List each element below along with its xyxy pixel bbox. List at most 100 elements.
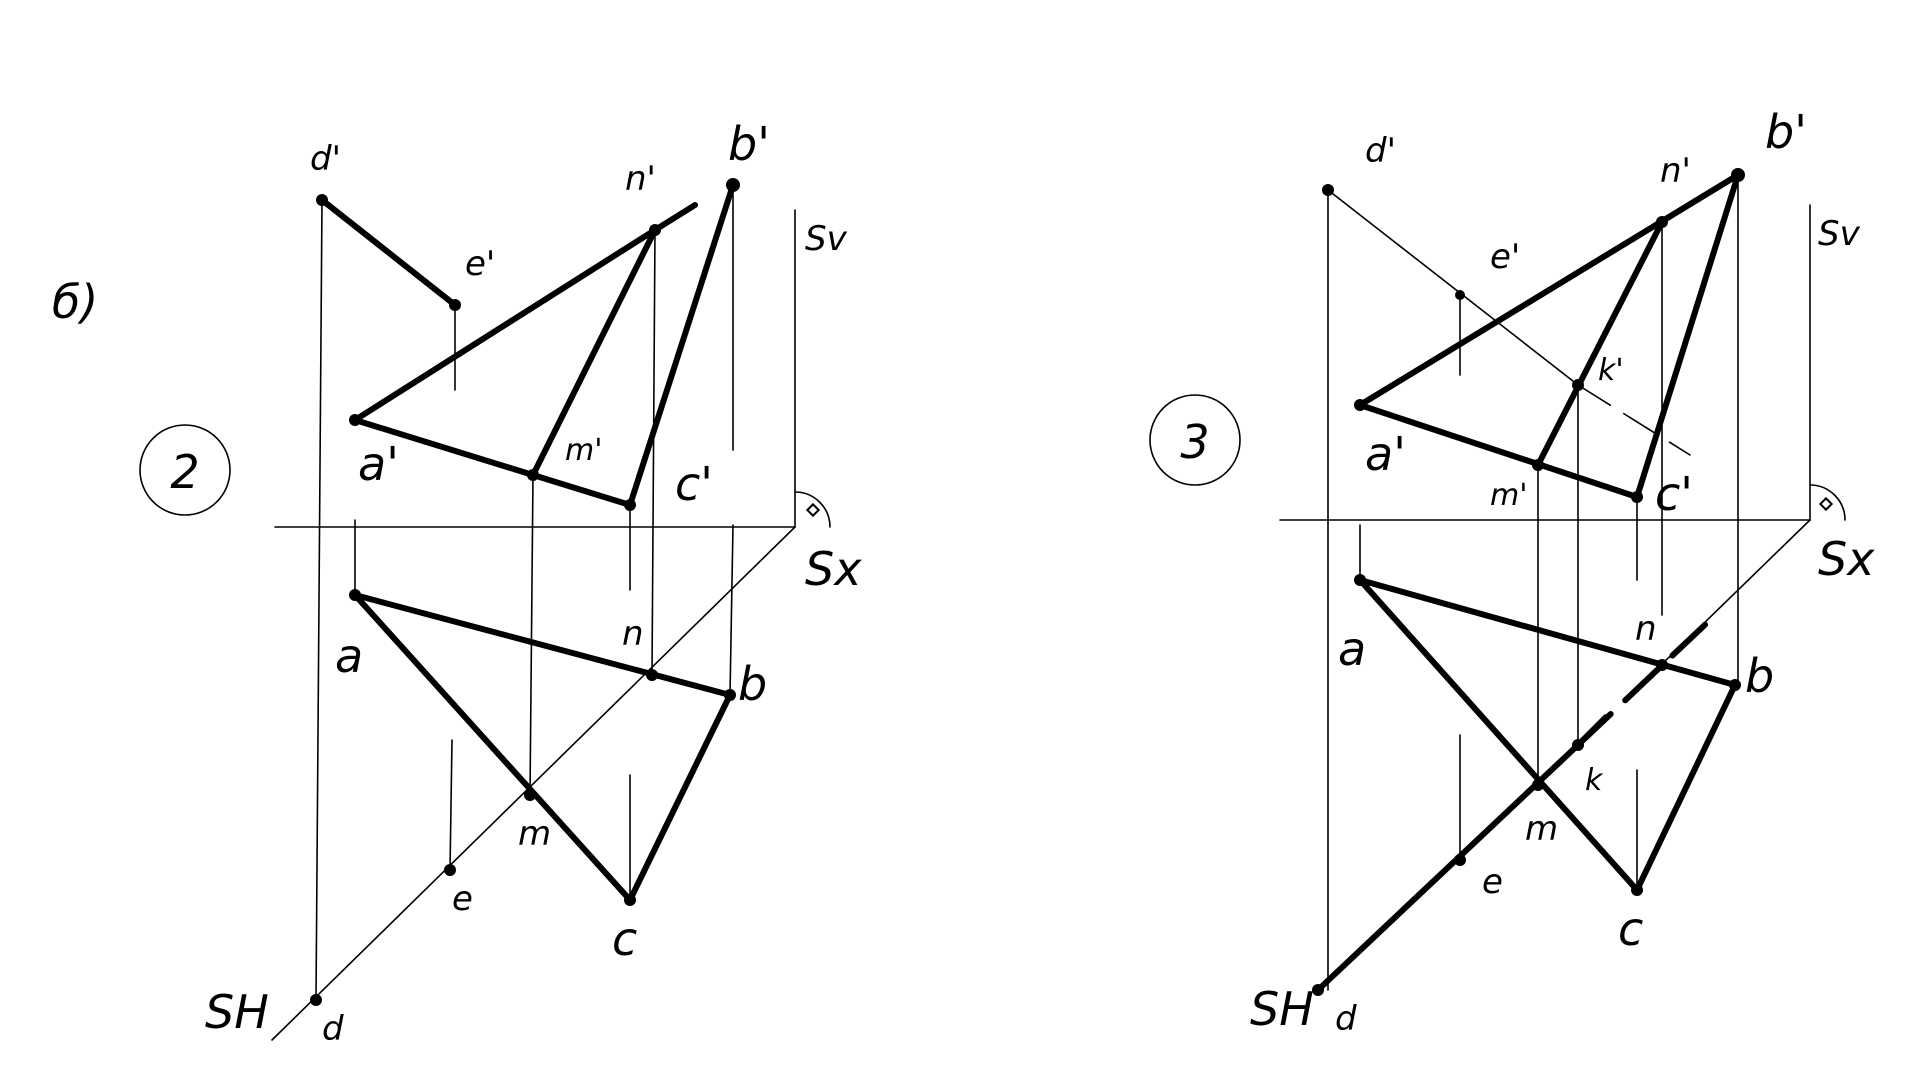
point-d <box>1312 984 1324 996</box>
point-n-prime <box>1656 216 1668 228</box>
edge-n-b-frontal <box>652 202 698 233</box>
label-sv: Sv <box>1818 214 1861 254</box>
line-m-n-frontal <box>1535 219 1665 468</box>
point-m <box>1532 779 1544 791</box>
point-b <box>724 689 736 701</box>
right-angle-dot <box>1818 496 1834 512</box>
point-a-prime <box>349 414 361 426</box>
right-angle-dot <box>805 502 821 518</box>
edge-b-c-frontal <box>627 182 736 508</box>
edge-a-c-horizontal <box>1357 577 1640 893</box>
label-e: e <box>452 879 473 919</box>
point-c <box>1631 884 1643 896</box>
label-e: e <box>1482 862 1503 902</box>
edge-a-c-frontal <box>352 417 633 508</box>
label-e-prime: e' <box>465 244 495 284</box>
label-d-prime: d' <box>310 139 341 179</box>
point-b <box>1729 679 1741 691</box>
panel-2: 2 <box>139 117 862 1049</box>
point-n <box>1656 659 1668 671</box>
label-n: n <box>622 614 644 654</box>
panel-number-circle <box>1149 394 1241 486</box>
point-k-prime <box>1572 379 1584 391</box>
point-m <box>524 789 536 801</box>
points <box>1312 168 1745 996</box>
panel-number: 2 <box>170 445 199 499</box>
label-a: a <box>335 629 363 683</box>
label-c-prime: c' <box>1655 467 1693 521</box>
label-m-prime: m' <box>1490 478 1527 513</box>
label-b-prime: b' <box>728 117 770 171</box>
label-m-prime: m' <box>565 433 602 468</box>
label-sh: SH <box>205 985 269 1039</box>
edge-b-c-horizontal <box>627 692 733 903</box>
point-c-prime <box>624 499 636 511</box>
point-a-prime <box>1354 399 1366 411</box>
label-d: d <box>322 1009 344 1049</box>
trace-sh <box>271 526 796 1041</box>
point-e-prime <box>1455 290 1465 300</box>
link-line-d <box>315 199 323 1001</box>
edge-a-c-frontal <box>1357 402 1640 500</box>
label-b-prime: b' <box>1765 105 1807 159</box>
label-a-prime: a' <box>1365 427 1406 481</box>
point-e <box>444 864 456 876</box>
edge-b-c-horizontal <box>1634 682 1738 893</box>
point-m-prime <box>1532 459 1544 471</box>
link-line-n <box>651 229 656 676</box>
label-m: m <box>1525 809 1558 849</box>
edge-a-c-horizontal <box>352 592 633 903</box>
panel-number-badge: 2 <box>139 424 231 516</box>
point-d-prime <box>316 194 328 206</box>
edge-b-c-frontal <box>1634 172 1741 500</box>
right-angle-mark <box>794 491 831 528</box>
label-k-prime: k' <box>1598 353 1624 388</box>
edge-a-b-horizontal <box>1357 577 1738 688</box>
point-e-prime <box>449 299 461 311</box>
label-sh: SH <box>1250 982 1314 1036</box>
panel-number: 3 <box>1180 415 1209 469</box>
link-line-b-lower <box>729 524 734 696</box>
line-m-n-frontal <box>530 227 658 478</box>
point-d-prime <box>1322 184 1334 196</box>
label-sv: Sv <box>805 219 848 259</box>
link-line-e-lower <box>449 739 453 871</box>
panel-number-badge: 3 <box>1149 394 1241 486</box>
label-n-prime: n' <box>625 159 656 199</box>
figure-label: б) <box>52 275 98 329</box>
right-angle-mark <box>1809 484 1846 521</box>
point-e <box>1454 854 1466 866</box>
point-b-prime <box>1731 168 1745 182</box>
link-line-m <box>529 474 534 796</box>
edge-a-b-frontal <box>1357 172 1741 408</box>
label-sx: Sx <box>805 542 862 596</box>
point-m-prime <box>527 469 539 481</box>
label-n: n <box>1635 609 1657 649</box>
label-c: c <box>612 912 637 966</box>
panel-number-circle <box>139 424 231 516</box>
edge-a-n-frontal <box>352 227 658 423</box>
label-d: d <box>1335 999 1357 1039</box>
label-k: k <box>1585 763 1604 798</box>
segment-k-n-hidden <box>1575 617 1713 748</box>
edge-a-b-horizontal <box>352 592 733 698</box>
panel-3: 3 <box>1149 105 1875 1039</box>
label-sx: Sx <box>1818 532 1875 586</box>
point-d <box>310 994 322 1006</box>
segment-k-e-hidden <box>1577 384 1691 456</box>
segment-d-k-frontal <box>1327 189 1579 386</box>
point-k <box>1572 739 1584 751</box>
segment-d-e-frontal <box>319 197 458 308</box>
point-c-prime <box>1631 491 1643 503</box>
label-m: m <box>518 814 551 854</box>
label-c-prime: c' <box>675 457 713 511</box>
label-a: a <box>1338 622 1366 676</box>
point-a <box>1354 574 1366 586</box>
label-b: b <box>738 657 767 711</box>
label-e-prime: e' <box>1490 237 1520 277</box>
label-d-prime: d' <box>1365 131 1396 171</box>
point-a <box>349 589 361 601</box>
point-b-prime <box>726 178 740 192</box>
label-n-prime: n' <box>1660 151 1691 191</box>
